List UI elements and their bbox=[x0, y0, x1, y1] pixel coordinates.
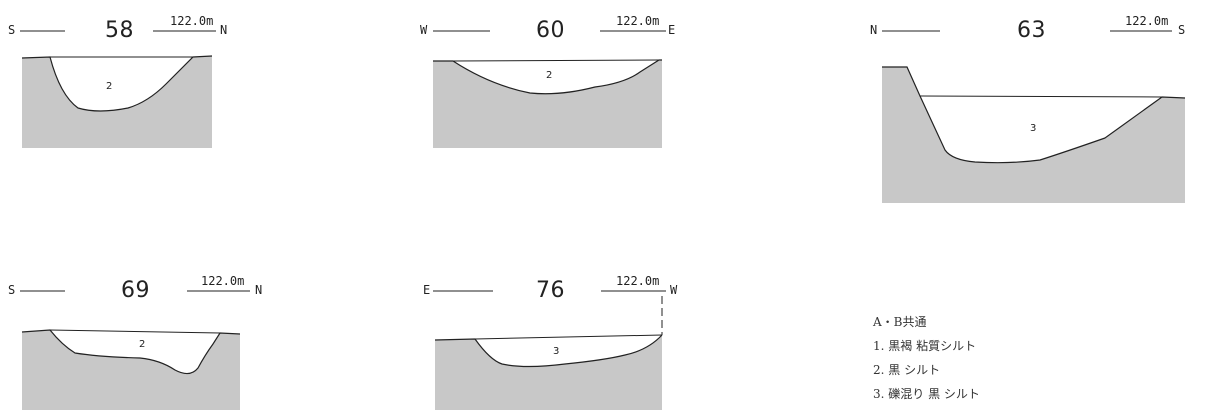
left-direction-label: S bbox=[8, 283, 16, 297]
left-direction-label: N bbox=[870, 23, 878, 37]
legend: A・B共通 1. 黒褐 粘質シルト 2. 黒 シルト 3. 礫混り 黒 シルト bbox=[873, 310, 980, 406]
right-direction-label: W bbox=[670, 283, 678, 297]
fill-top-line bbox=[474, 334, 663, 340]
section-63-profile bbox=[882, 30, 1186, 203]
elevation-label: 122.0m bbox=[1125, 14, 1169, 28]
legend-item-3: 3. 礫混り 黒 シルト bbox=[873, 387, 980, 401]
ground-line bbox=[21, 55, 213, 112]
right-direction-label: N bbox=[220, 23, 228, 37]
section-69-profile bbox=[20, 290, 250, 410]
ground-line bbox=[433, 59, 662, 95]
ground-fill bbox=[22, 56, 212, 148]
layer-number: 2 bbox=[106, 81, 113, 92]
legend-item-2: 2. 黒 シルト bbox=[873, 363, 941, 377]
section-63: N 63 122.0m S 3 bbox=[860, 0, 1209, 220]
left-direction-label: E bbox=[423, 283, 431, 297]
layer-number: 2 bbox=[546, 70, 553, 81]
fill-top-line bbox=[452, 59, 660, 62]
ground-line bbox=[882, 66, 1186, 164]
ground-line bbox=[434, 334, 663, 368]
legend-title: A・B共通 bbox=[873, 315, 927, 329]
right-direction-label: S bbox=[1178, 23, 1186, 37]
right-direction-label: N bbox=[255, 283, 263, 297]
ground-fill bbox=[433, 60, 662, 148]
elevation-label: 122.0m bbox=[170, 14, 214, 28]
section-60: W 60 122.0m E 2 bbox=[420, 0, 690, 160]
section-76: E 76 122.0m W 3 bbox=[420, 260, 690, 410]
right-direction-label: E bbox=[668, 23, 676, 37]
elevation-label: 122.0m bbox=[616, 274, 660, 288]
ground-line bbox=[21, 329, 241, 375]
ground-fill bbox=[435, 335, 662, 410]
left-direction-label: S bbox=[8, 23, 16, 37]
ground-fill bbox=[882, 67, 1185, 203]
section-58: S 58 122.0m N 2 bbox=[0, 0, 260, 160]
section-number: 60 bbox=[536, 18, 565, 43]
elevation-label: 122.0m bbox=[616, 14, 660, 28]
fill-top-line bbox=[49, 329, 221, 334]
section-60-profile bbox=[433, 30, 666, 148]
ground-fill bbox=[22, 330, 240, 410]
layer-number: 3 bbox=[553, 346, 560, 357]
legend-item-1: 1. 黒褐 粘質シルト bbox=[873, 339, 977, 353]
section-58-profile bbox=[20, 30, 216, 148]
section-number: 76 bbox=[536, 278, 565, 303]
section-69: S 69 122.0m N 2 bbox=[0, 260, 270, 410]
section-76-profile bbox=[433, 290, 666, 410]
section-number: 63 bbox=[1017, 18, 1046, 43]
elevation-label: 122.0m bbox=[201, 274, 245, 288]
layer-number: 3 bbox=[1030, 123, 1037, 134]
layer-number: 2 bbox=[139, 339, 146, 350]
section-number: 58 bbox=[105, 18, 134, 43]
left-direction-label: W bbox=[420, 23, 428, 37]
fill-top-line bbox=[919, 95, 1163, 98]
section-number: 69 bbox=[121, 278, 150, 303]
